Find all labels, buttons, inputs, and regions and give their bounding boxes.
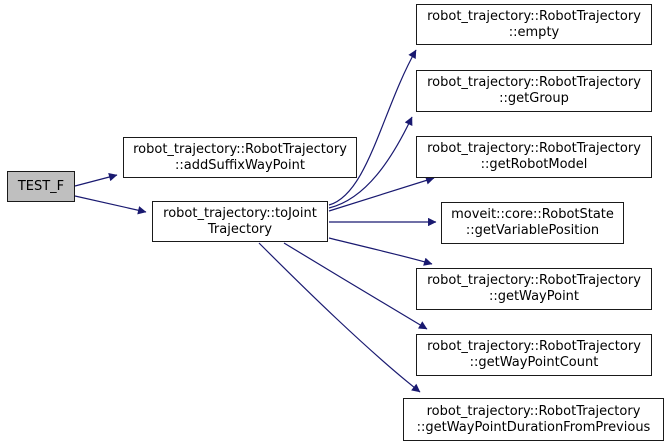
node-getvariableposition[interactable]: moveit::core::RobotState ::getVariablePo… — [441, 202, 624, 244]
edge-testf-addsuffixwaypoint — [74, 172, 118, 187]
edge-testf-tojointtrajectory — [74, 195, 147, 215]
node-label-line1: robot_trajectory::toJoint — [163, 205, 317, 221]
node-label-line1: moveit::core::RobotState — [451, 207, 614, 222]
node-label-line2: ::getGroup — [499, 91, 569, 106]
node-tojointtrajectory[interactable]: robot_trajectory::toJoint Trajectory — [152, 201, 328, 242]
node-label-line1: robot_trajectory::RobotTrajectory — [427, 141, 641, 156]
node-label-line2: ::getWayPointDurationFromPrevious — [416, 419, 651, 435]
edge-tojointtrajectory-getrobotmodel — [328, 176, 435, 212]
node-label-line1: robot_trajectory::RobotTrajectory — [427, 273, 641, 288]
edge-tojointtrajectory-getgroup — [328, 116, 413, 209]
node-getwaypointdurationfromprevious[interactable]: robot_trajectory::RobotTrajectory ::getW… — [403, 398, 664, 441]
edge-tojointtrajectory-getwaypoint — [328, 237, 433, 266]
edge-tojointtrajectory-empty — [328, 49, 417, 206]
node-getwaypoint[interactable]: robot_trajectory::RobotTrajectory ::getW… — [416, 268, 652, 310]
node-addsuffixwaypoint[interactable]: robot_trajectory::RobotTrajectory ::addS… — [123, 137, 357, 178]
edge-tojointtrajectory-getwaypointdurationfromprevious — [258, 242, 421, 393]
node-test-f: TEST_F — [7, 171, 75, 202]
node-label-line2: ::getVariablePosition — [465, 223, 600, 238]
node-label-line1: robot_trajectory::RobotTrajectory — [133, 141, 347, 157]
node-getwaypointcount[interactable]: robot_trajectory::RobotTrajectory ::getW… — [416, 334, 652, 376]
node-label-line1: robot_trajectory::RobotTrajectory — [426, 403, 641, 419]
node-label-line1: robot_trajectory::RobotTrajectory — [427, 75, 641, 90]
node-label-line2: ::empty — [508, 24, 560, 40]
node-label-line1: robot_trajectory::RobotTrajectory — [427, 8, 641, 24]
node-label-line2: ::addSuffixWayPoint — [175, 157, 305, 173]
node-getrobotmodel[interactable]: robot_trajectory::RobotTrajectory ::getR… — [416, 136, 652, 178]
node-label: TEST_F — [17, 178, 65, 194]
node-getgroup[interactable]: robot_trajectory::RobotTrajectory ::getG… — [416, 70, 652, 112]
node-label-line2: Trajectory — [207, 221, 273, 237]
edge-tojointtrajectory-getwaypointcount — [283, 242, 428, 330]
node-label-line2: ::getWayPoint — [488, 289, 580, 304]
node-label-line1: robot_trajectory::RobotTrajectory — [427, 339, 641, 354]
node-label-line2: ::getRobotModel — [480, 157, 588, 172]
node-label-line2: ::getWayPointCount — [469, 355, 599, 370]
node-empty[interactable]: robot_trajectory::RobotTrajectory ::empt… — [416, 4, 652, 45]
